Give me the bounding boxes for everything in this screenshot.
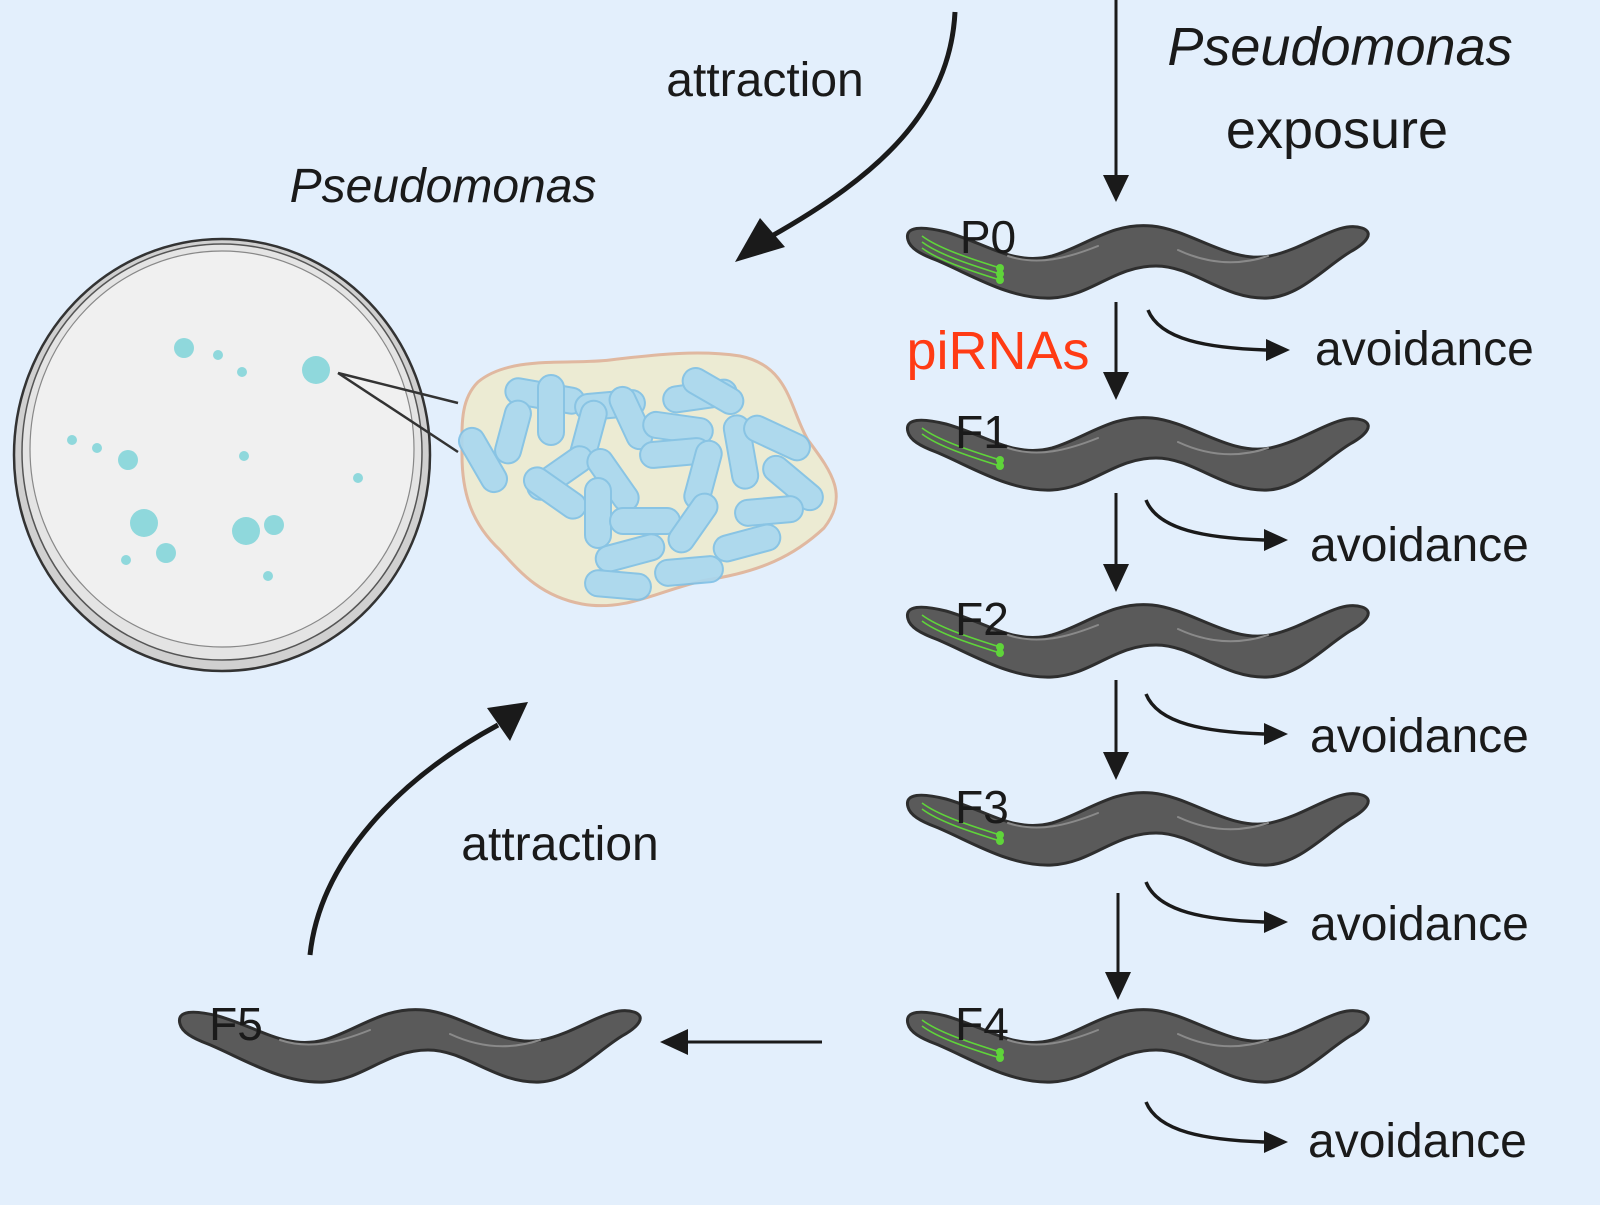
gen-arrow-f2-f3 [1103,680,1129,780]
gen-arrow-f1-f2 [1103,493,1129,592]
bacteria-clump [458,351,838,608]
gen-arrow-f3-f4 [1105,893,1131,1000]
zoom-lines [337,371,459,454]
avoidance-label-f4: avoidance [1308,1115,1527,1168]
generation-label-f2: F2 [955,593,1009,645]
neuron-marker [921,802,1004,845]
neuron-marker [921,614,1004,657]
pirnas-label: piRNAs [906,321,1089,381]
generation-label-f3: F3 [955,781,1009,833]
neuron-marker [921,235,1004,284]
avoidance-arrow-f3 [1144,881,1288,933]
attraction-bottom-label: attraction [461,818,658,871]
avoidance-label-p0: avoidance [1315,323,1534,376]
avoidance-label-f1: avoidance [1310,519,1529,572]
neuron-marker [921,1019,1004,1062]
generation-label-f5: F5 [209,998,263,1050]
attraction-top-label: attraction [666,54,863,107]
neuron-marker [921,427,1004,470]
worm-f1 [905,416,1370,492]
bacterial-colonies [67,338,363,581]
avoidance-arrow-f1 [1144,499,1288,551]
generation-label-p0: P0 [960,211,1016,263]
gen-arrow-p0-f1 [1103,302,1129,400]
worm-f3 [905,791,1370,867]
gen-arrow-f4-f5 [660,1029,822,1055]
avoidance-arrow-p0 [1146,309,1290,361]
rod-bacteria [458,367,824,601]
worm-f5 [177,1008,642,1084]
worm-f4 [905,1008,1370,1084]
avoidance-arrow-f4 [1144,1101,1288,1153]
generation-arrows [660,302,1131,1055]
avoidance-arrow-f2 [1144,693,1288,745]
petri-dish [12,237,432,673]
generation-label-f1: F1 [955,406,1009,458]
exposure-arrow [1103,0,1129,202]
attraction-bottom-arrow [307,702,528,956]
avoidance-layer: avoidance avoidance avoidance avoidance avoi… [1144,309,1534,1168]
avoidance-label-f2: avoidance [1310,710,1529,763]
worm-f2 [905,603,1370,679]
exposure-species-label: Pseudomonas [1167,17,1512,77]
plate-title-label: Pseudomonas [290,160,597,213]
avoidance-label-f3: avoidance [1310,898,1529,951]
attraction-top-arrow [735,11,958,262]
worm-p0 [905,224,1370,300]
exposure-word-label: exposure [1226,100,1448,160]
generation-label-f4: F4 [955,998,1009,1050]
